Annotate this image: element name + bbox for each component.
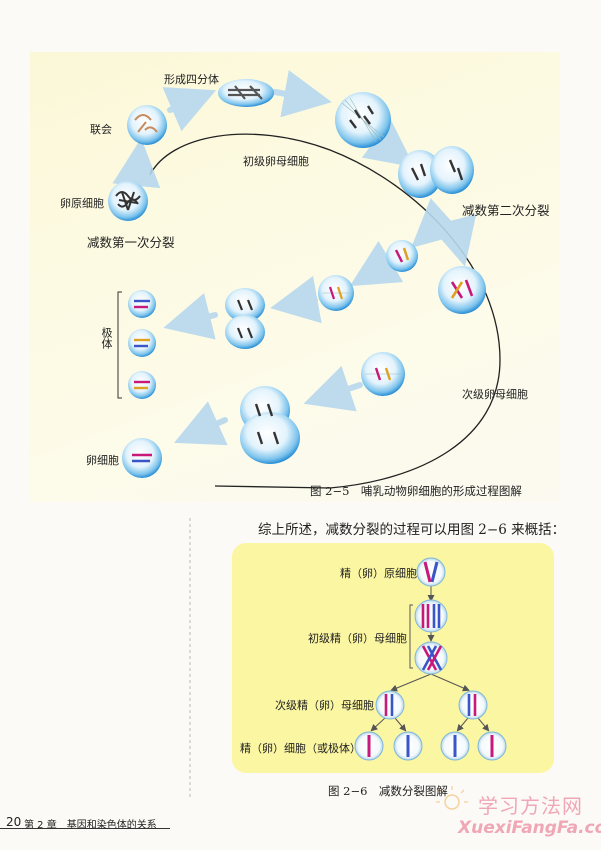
label-primary-cell: 初级精（卵）母细胞 (308, 630, 407, 646)
figure-2-5-caption: 图 2−5 哺乳动物卵细胞的形成过程图解 (310, 483, 522, 499)
label-polar-body: 极体 (98, 327, 114, 349)
label-meiosis-2: 减数第二次分裂 (462, 200, 550, 219)
polar-body-bracket (118, 292, 122, 398)
label-egg: 卵细胞 (86, 452, 119, 468)
synapsis-cell (127, 105, 167, 145)
secondary-oocyte-metaphase-2-cell (361, 352, 405, 396)
label-secondary-oocyte: 次级卵母细胞 (462, 386, 528, 402)
summary-text: 综上所述，减数分裂的过程可以用图 2−6 来概括： (258, 518, 565, 538)
oogonium-cell (108, 181, 148, 221)
polar-body-dividing-cell (225, 288, 265, 349)
label-oogonium: 卵原细胞 (60, 195, 104, 211)
tetrad-cell (218, 79, 274, 107)
footer-rule (0, 828, 170, 829)
label-secondary-cell: 次级精（卵）母细胞 (275, 697, 374, 713)
label-primordial-cell: 精（卵）原细胞 (340, 565, 417, 581)
label-gamete-cell: 精（卵）细胞（或极体） (240, 740, 361, 756)
figure-2-6-caption: 图 2−6 减数分裂图解 (328, 783, 448, 799)
first-polar-body-cell (386, 240, 418, 272)
polar-body-cells (128, 290, 156, 399)
metaphase-1-cell (335, 92, 391, 148)
label-synapsis: 联会 (90, 121, 112, 137)
watermark-en: XuexiFangFa.com (458, 818, 601, 838)
polar-body-metaphase-2-cell (318, 275, 354, 311)
anaphase-2-cell (240, 386, 300, 464)
page-number: 20 (6, 815, 21, 829)
label-primary-oocyte: 初级卵母细胞 (243, 153, 309, 169)
label-tetrad: 形成四分体 (164, 71, 219, 87)
egg-cell (122, 438, 162, 478)
watermark-cn: 学习方法网 (478, 790, 583, 819)
secondary-oocyte-cell (438, 266, 486, 314)
label-meiosis-1: 减数第一次分裂 (87, 232, 175, 251)
telophase-1-cell (398, 146, 474, 198)
